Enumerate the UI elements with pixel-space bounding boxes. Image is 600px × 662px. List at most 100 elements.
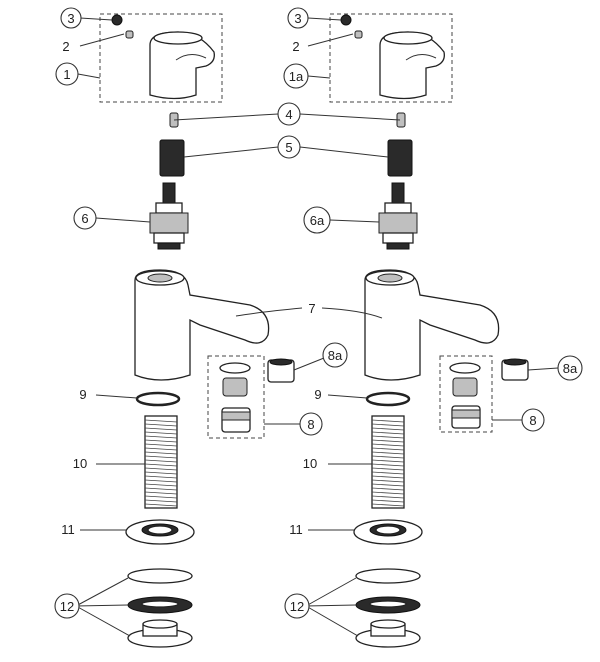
left-cap-3 (111, 14, 123, 26)
callout-1a: 1a (283, 63, 309, 89)
thread-line (371, 491, 405, 495)
thread-line (144, 479, 178, 483)
label-1: 1 (63, 67, 70, 82)
callout-3-right: 3 (287, 7, 309, 29)
thread-line (144, 475, 178, 479)
label-10-left: 10 (73, 456, 87, 471)
right-flange-12c (355, 619, 421, 648)
right-backnut-11 (353, 519, 423, 545)
thread-line (371, 463, 405, 467)
left-cartridge-6 (149, 182, 189, 250)
callout-5: 5 (277, 135, 301, 159)
right-aerator-8a (501, 358, 529, 381)
left-grub-screw-2 (125, 30, 134, 39)
thread-line (144, 487, 178, 491)
thread-line (144, 451, 178, 455)
thread-line (144, 427, 178, 431)
thread-line (144, 439, 178, 443)
right-handle (379, 31, 445, 100)
thread-line (144, 467, 178, 471)
thread-line (144, 459, 178, 463)
thread-line (144, 495, 178, 499)
label-12-left: 12 (60, 599, 74, 614)
label-3-right: 3 (294, 11, 301, 26)
thread-line (144, 447, 178, 451)
label-9-left: 9 (79, 387, 86, 402)
callout-12-left: 12 (54, 593, 80, 619)
thread-line (144, 455, 178, 459)
left-shank-10 (144, 415, 178, 509)
right-tap-body-7 (364, 269, 500, 381)
thread-line (371, 471, 405, 475)
thread-line (371, 467, 405, 471)
label-3-left: 3 (67, 11, 74, 26)
label-6a: 6a (310, 213, 325, 228)
label-8-left: 8 (307, 417, 314, 432)
right-cap-3 (340, 14, 352, 26)
thread-line (144, 483, 178, 487)
left-aerator-8a (267, 358, 295, 383)
right-washer-12a (355, 568, 421, 584)
thread-line (371, 419, 405, 423)
callout-3-left: 3 (60, 7, 82, 29)
thread-line (371, 439, 405, 443)
thread-line (144, 419, 178, 423)
label-4: 4 (285, 107, 292, 122)
thread-line (371, 435, 405, 439)
callout-6a: 6a (303, 206, 331, 234)
thread-line (144, 503, 178, 507)
thread-line (371, 451, 405, 455)
left-tap-body-7 (134, 269, 270, 381)
thread-line (371, 431, 405, 435)
callout-6: 6 (73, 206, 97, 230)
label-11-left: 11 (61, 522, 75, 537)
label-12-right: 12 (290, 599, 304, 614)
label-5: 5 (285, 140, 292, 155)
thread-line (371, 483, 405, 487)
thread-line (371, 495, 405, 499)
label-9-right: 9 (314, 387, 321, 402)
label-8-right: 8 (529, 413, 536, 428)
label-2-left: 2 (62, 39, 69, 54)
thread-line (371, 487, 405, 491)
thread-line (144, 443, 178, 447)
thread-line (371, 459, 405, 463)
thread-line (144, 471, 178, 475)
label-8a-right: 8a (563, 361, 578, 376)
thread-line (144, 423, 178, 427)
thread-line (144, 431, 178, 435)
label-1a: 1a (289, 69, 304, 84)
left-washer-12a (127, 568, 193, 584)
left-flange-12c (127, 619, 193, 648)
thread-line (371, 427, 405, 431)
right-grub-screw-2 (354, 30, 363, 39)
right-sleeve-5 (387, 139, 413, 177)
thread-line (371, 455, 405, 459)
left-handle (149, 31, 215, 100)
thread-line (371, 447, 405, 451)
thread-line (144, 499, 178, 503)
callout-1: 1 (55, 62, 79, 86)
callout-8a-right: 8a (557, 355, 583, 381)
label-7: 7 (308, 301, 315, 316)
thread-line (371, 475, 405, 479)
left-backnut-11 (125, 519, 195, 545)
left-washer-9 (135, 391, 181, 407)
callout-8a-left: 8a (322, 342, 348, 368)
callout-12-right: 12 (284, 593, 310, 619)
label-11-right: 11 (289, 522, 303, 537)
right-tap-assembly (329, 13, 529, 648)
left-aerator-box (207, 355, 265, 439)
thread-line (144, 463, 178, 467)
leader-lines (75, 17, 559, 637)
label-10-right: 10 (303, 456, 317, 471)
callout-4: 4 (277, 102, 301, 126)
left-aerator-8 (219, 362, 251, 433)
label-2-right: 2 (292, 39, 299, 54)
right-aerator-8 (449, 362, 481, 429)
label-8a-left: 8a (328, 348, 343, 363)
thread-line (371, 423, 405, 427)
right-cartridge-6a (378, 182, 418, 250)
right-shank-10 (371, 415, 405, 509)
